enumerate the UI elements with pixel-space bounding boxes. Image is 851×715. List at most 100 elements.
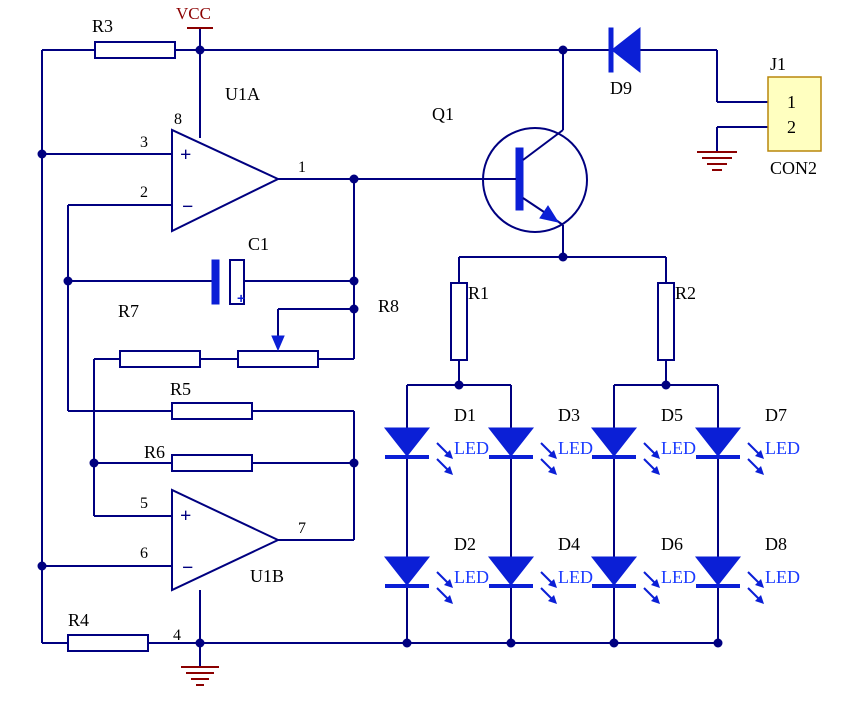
diode-d9: D9 (608, 26, 641, 98)
wires (41, 28, 768, 667)
led-ref-label: D7 (765, 405, 787, 425)
led-triangle (590, 427, 638, 457)
led-ref-label: D2 (454, 534, 476, 554)
junction-dot (661, 380, 671, 390)
junction-dot (454, 380, 464, 390)
junction-dot (37, 149, 47, 159)
junction-dot (402, 638, 412, 648)
junction-dot (558, 252, 568, 262)
led-emission-arrowhead (755, 579, 764, 588)
u1a-pin-1: 1 (298, 159, 306, 176)
led-cathode-bar (592, 584, 636, 588)
led-type-label: LED (765, 567, 800, 587)
led-emission-arrowhead (755, 466, 764, 475)
led-emission-arrowhead (651, 450, 660, 459)
u1b-plus-sign: + (180, 505, 191, 527)
c1-polarity: + (237, 290, 245, 306)
u1a-label: U1A (225, 84, 260, 104)
led-type-label: LED (661, 567, 696, 587)
led-emission-arrowhead (755, 450, 764, 459)
junction-dot (349, 174, 359, 184)
junction-dot (89, 458, 99, 468)
led-cathode-bar (385, 455, 429, 459)
led-cathode-bar (489, 584, 533, 588)
led-cathode-bar (489, 455, 533, 459)
r8-label: R8 (378, 296, 399, 316)
u1b-pin-5: 5 (140, 495, 148, 512)
led-type-label: LED (454, 567, 489, 587)
led-emission-arrowhead (548, 450, 557, 459)
u1a-pin-8: 8 (174, 111, 182, 128)
j1-pin-1: 1 (787, 92, 796, 112)
led-ref-label: D5 (661, 405, 683, 425)
q1-label: Q1 (432, 104, 454, 124)
u1b-minus-sign: − (182, 557, 193, 579)
u1a-pin-3: 3 (140, 134, 148, 151)
junction-dot (195, 45, 205, 55)
led-triangle (590, 556, 638, 586)
j1-type-label: CON2 (770, 158, 817, 178)
led-triangle (694, 556, 742, 586)
led-type-label: LED (558, 567, 593, 587)
resistor-r2: R2 (657, 282, 696, 361)
junctions (37, 45, 723, 648)
resistor-r1: R1 (450, 282, 489, 361)
r6-label: R6 (144, 442, 165, 462)
led-triangle (383, 556, 431, 586)
led-ref-label: D3 (558, 405, 580, 425)
opamp-u1a: + − U1A 8 3 2 1 (140, 84, 306, 233)
ground-symbol-j1 (697, 151, 737, 171)
potentiometer-r8: R8 (237, 296, 399, 368)
led-emission-arrowhead (755, 595, 764, 604)
led-emission-arrowhead (651, 595, 660, 604)
junction-dot (506, 638, 516, 648)
led-type-label: LED (558, 438, 593, 458)
junction-dot (349, 276, 359, 286)
u1a-plus-sign: + (180, 144, 191, 166)
u1a-pin-2: 2 (140, 184, 148, 201)
led-ref-label: D6 (661, 534, 683, 554)
resistor-r7: R7 (118, 301, 201, 368)
j1-pin-2: 2 (787, 117, 796, 137)
led-emission-arrowhead (548, 466, 557, 475)
junction-dot (609, 638, 619, 648)
u1b-pin-6: 6 (140, 545, 148, 562)
u1b-pin-7: 7 (298, 520, 306, 537)
c1-label: C1 (248, 234, 269, 254)
vcc-symbol: VCC (176, 4, 213, 29)
led-cathode-bar (696, 455, 740, 459)
junction-dot (195, 638, 205, 648)
r7-label: R7 (118, 301, 139, 321)
j1-label: J1 (770, 54, 786, 74)
junction-dot (349, 458, 359, 468)
r4-label: R4 (68, 610, 89, 630)
resistor-r4: R4 (67, 610, 149, 652)
led-type-label: LED (765, 438, 800, 458)
led-emission-arrowhead (444, 466, 453, 475)
r1-label: R1 (468, 283, 489, 303)
junction-dot (63, 276, 73, 286)
resistor-r5: R5 (170, 379, 253, 420)
led-triangle (383, 427, 431, 457)
led-emission-arrowhead (548, 579, 557, 588)
opamp-u1b: + − U1B 5 6 7 4 (140, 488, 306, 644)
led-emission-arrowhead (444, 595, 453, 604)
led-cathode-bar (696, 584, 740, 588)
led-type-label: LED (454, 438, 489, 458)
vcc-label: VCC (176, 4, 211, 23)
led-triangle (487, 427, 535, 457)
r3-label: R3 (92, 16, 113, 36)
led-emission-arrowhead (444, 579, 453, 588)
ground-symbol-u1b (181, 666, 219, 686)
led-cathode-bar (385, 584, 429, 588)
connector-j1: J1 1 2 CON2 (767, 54, 822, 178)
resistor-r6: R6 (144, 442, 253, 472)
